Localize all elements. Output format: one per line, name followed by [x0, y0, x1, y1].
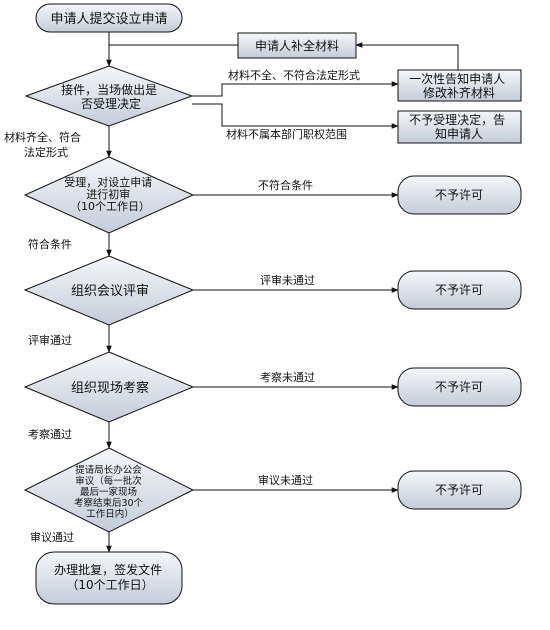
site-text: 组织现场考察 — [71, 381, 149, 396]
deny1-node — [397, 175, 522, 215]
deny1-text: 不予许可 — [435, 188, 483, 202]
label-not-qualified: 不符合条件 — [258, 178, 313, 192]
connectors — [106, 32, 459, 553]
check-text: 接件，当场做出是 否受理决定 — [61, 82, 161, 111]
arrow-check-to-notify — [192, 81, 399, 97]
label-meeting-fail: 评审未通过 — [260, 273, 315, 287]
bureau-text: 提请局长办公会 审议（每一批次 最后一家现场 考察结束后30个 工作日内） — [74, 464, 146, 520]
label-complete: 材料齐全、符合 法定形式 — [4, 130, 85, 159]
review-decision — [23, 156, 195, 234]
label-bureau-pass: 审议通过 — [30, 530, 74, 544]
supplement-text: 申请人补全材料 — [255, 38, 339, 53]
supplement-node — [237, 32, 357, 59]
bureau-decision — [23, 447, 195, 533]
label-site-fail: 考察未通过 — [260, 370, 315, 384]
reject-notice-text: 不予受理决定，告 知申请人 — [409, 112, 509, 141]
label-out-of-scope: 材料不属本部门职权范围 — [226, 127, 347, 141]
arrow-check-to-reject — [192, 103, 399, 129]
deny4-node — [397, 470, 522, 510]
start-node — [35, 3, 183, 33]
label-site-pass: 考察通过 — [28, 427, 72, 441]
notify-node — [397, 69, 522, 102]
meeting-decision — [23, 255, 195, 326]
deny4-text: 不予许可 — [435, 483, 483, 497]
label-incomplete: 材料不全、不符合法定形式 — [228, 68, 360, 82]
label-qualified: 符合条件 — [28, 237, 72, 251]
label-bureau-fail: 审议未通过 — [258, 473, 313, 487]
deny3-node — [397, 367, 522, 407]
final-node — [35, 551, 183, 605]
reject-notice-node — [397, 110, 522, 144]
arrow-supplement-to-check — [108, 44, 238, 66]
shapes — [23, 3, 522, 605]
check-decision — [24, 65, 194, 127]
meeting-text: 组织会议评审 — [71, 284, 149, 299]
start-text: 申请人提交设立申请 — [50, 11, 167, 27]
edge-labels: 材料不全、不符合法定形式 材料不属本部门职权范围 材料齐全、符合 法定形式 不符… — [4, 68, 360, 544]
node-texts: 申请人提交设立申请 申请人补全材料 接件，当场做出是 否受理决定 一次性告知申请… — [50, 11, 509, 592]
final-text: 办理批复，签发文件 （10个工作日） — [54, 562, 166, 592]
deny2-text: 不予许可 — [435, 283, 483, 297]
deny3-text: 不予许可 — [435, 380, 483, 394]
arrow-notify-to-supplement — [355, 42, 459, 70]
review-text: 受理，对设立申请 进行初审 （10个工作日） — [64, 175, 156, 213]
deny2-node — [397, 270, 522, 310]
notify-text: 一次性告知申请人 修改补齐材料 — [409, 72, 509, 100]
site-decision — [23, 351, 195, 423]
label-meeting-pass: 评审通过 — [28, 333, 72, 347]
